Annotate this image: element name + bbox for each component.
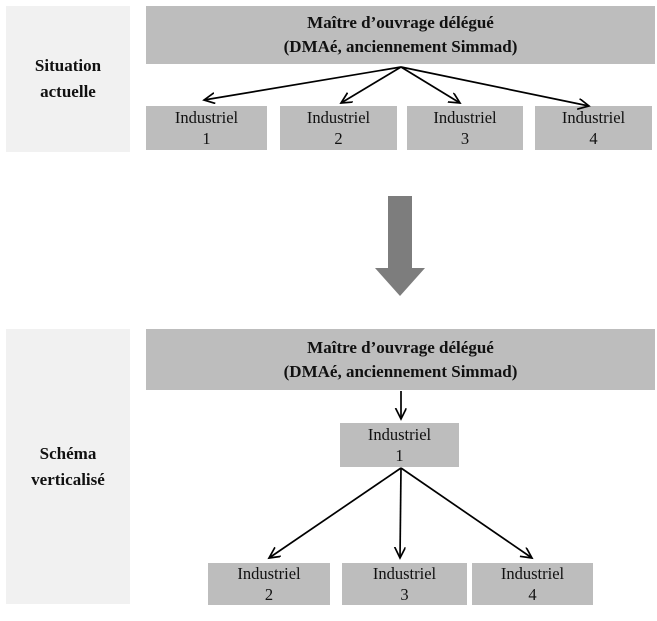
industriel-label: Industriel (174, 108, 239, 127)
big-down-arrow-icon (375, 196, 425, 296)
industriel-number: 2 (334, 129, 343, 148)
root-box-current: Maître d’ouvrage délégué (DMAé, ancienne… (146, 6, 655, 64)
industriel-label: Industriel (306, 108, 371, 127)
industriel-label: Industriel (372, 564, 437, 583)
industriel-number: 2 (264, 585, 274, 604)
root-box-title-line: Maître d’ouvrage délégué (307, 13, 494, 32)
industriel-number: 3 (400, 585, 409, 604)
industriel-box-1-verticalised: Industriel 1 (340, 423, 459, 467)
section-label-line: Situation (34, 56, 102, 75)
industriel-box-4-current: Industriel 4 (535, 106, 652, 150)
section-label-situation-actuelle: Situation actuelle (6, 6, 130, 152)
industriel-number: 1 (395, 446, 404, 465)
industriel-number: 4 (589, 129, 598, 148)
industriel-number: 4 (528, 585, 537, 604)
industriel-box-1-current: Industriel 1 (146, 106, 267, 150)
industriel-box-2-current: Industriel 2 (280, 106, 397, 150)
section-label-line: verticalisé (31, 469, 105, 489)
industriel-label: Industriel (367, 425, 432, 444)
root-box-verticalised: Maître d’ouvrage délégué (DMAé, ancienne… (146, 329, 655, 390)
industriel-label: Industriel (237, 564, 301, 583)
section-label-line: Schéma (39, 443, 97, 463)
industriel-label: Industriel (561, 108, 626, 127)
industriel-box-4-verticalised: Industriel 4 (472, 563, 593, 605)
industriel-box-3-verticalised: Industriel 3 (342, 563, 467, 605)
industriel-box-2-verticalised: Industriel 2 (208, 563, 330, 605)
root-box-subtitle-line: (DMAé, anciennement Simmad) (283, 37, 518, 56)
industriel-box-3-current: Industriel 3 (407, 106, 523, 150)
section-label-line: actuelle (40, 82, 96, 101)
fan-arrows-verticalised (269, 467, 532, 558)
root-box-title-line: Maître d’ouvrage délégué (307, 337, 494, 357)
industriel-label: Industriel (433, 108, 497, 127)
industriel-number: 3 (460, 129, 470, 148)
industriel-label: Industriel (500, 564, 565, 583)
section-label-schema-verticalise: Schéma verticalisé (6, 329, 130, 604)
fan-arrows-current (204, 66, 589, 106)
root-box-subtitle-line: (DMAé, anciennement Simmad) (283, 361, 518, 381)
industriel-number: 1 (202, 129, 211, 148)
